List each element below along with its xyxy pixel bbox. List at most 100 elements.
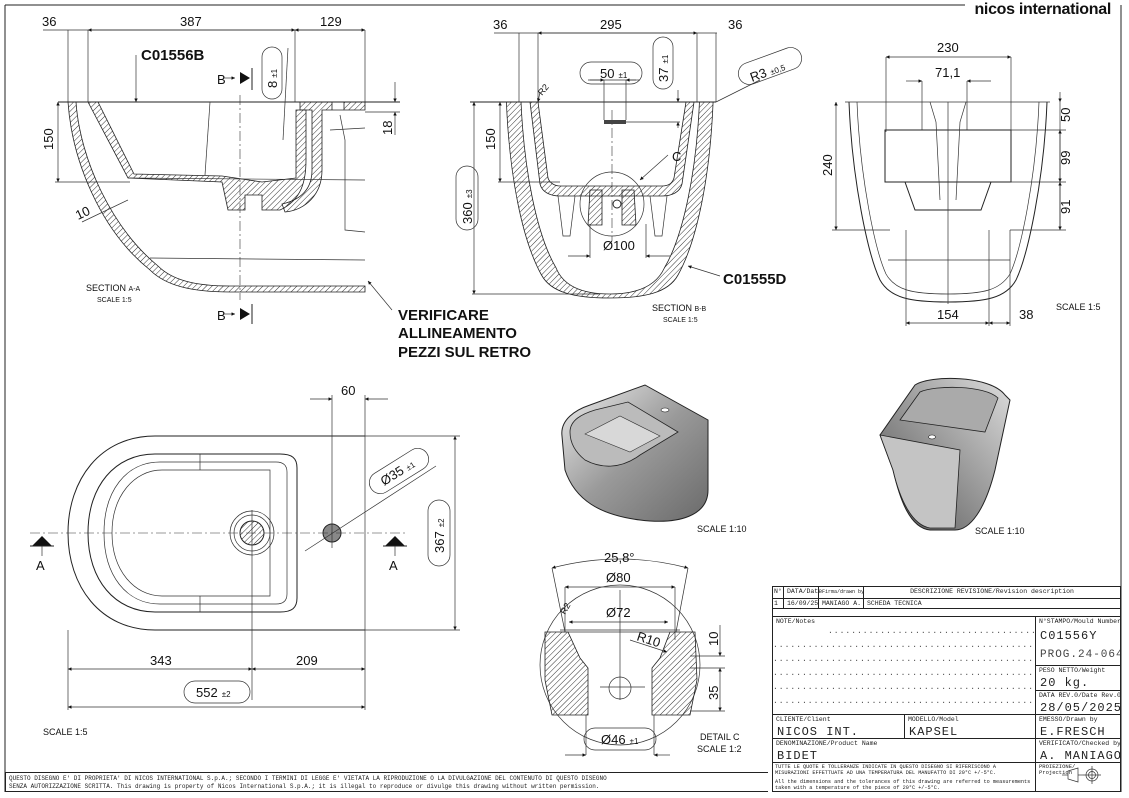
mould-value: C01556Y: [1040, 629, 1098, 643]
rev-header-no: N°: [773, 587, 784, 598]
dim-bb-middle: 295: [600, 17, 622, 32]
rear-view: [832, 55, 1066, 326]
rev-header-drawn: Firma/drawn by: [819, 587, 864, 598]
product-value: BIDET: [777, 749, 819, 763]
drawn-by-box: EMESSO/Drawn by E.FRESCH: [1035, 714, 1121, 739]
date-value: 28/05/2025: [1040, 701, 1121, 715]
dim-c-d35: 35: [706, 686, 721, 700]
rev-row-no: 1: [773, 599, 784, 608]
dim-rear-inner: 71,1: [935, 65, 960, 80]
dim-bb-depth: 37±1: [656, 54, 671, 82]
section-aa-title: SECTION A-A: [86, 283, 141, 293]
revision-table: N° DATA/Date Firma/drawn by DESCRIZIONE …: [772, 586, 1121, 608]
rev-header-date: DATA/Date: [784, 587, 822, 598]
dim-aa-left: 36: [42, 14, 56, 29]
dim-bb-height: 150: [483, 128, 498, 150]
dim-rear-base: 154: [937, 307, 959, 322]
projection-symbol-icon: [1062, 766, 1101, 784]
section-marker-b-bottom: B: [217, 308, 226, 323]
section-marker-a-left: A: [36, 558, 45, 573]
date-box: DATA REV.0/Date Rev.0 28/05/2025: [1035, 690, 1121, 715]
dim-bb-slot: 50±1: [600, 66, 628, 81]
dim-c-d10: 10: [706, 632, 721, 646]
copyright-line-1: QUESTO DISEGNO E' DI PROPRIETA' DI NICOS…: [9, 775, 607, 782]
weight-value: 20 kg.: [1040, 676, 1090, 690]
dim-c-r10: R10: [635, 629, 662, 651]
dim-aa-height: 150: [41, 128, 56, 150]
detail-c-marker: C: [672, 149, 681, 164]
dim-top-left: 343: [150, 653, 172, 668]
dim-aa-hole: 8±1: [265, 68, 280, 88]
tolerance-note-en: All the dimensions and the tolerances of…: [775, 779, 1031, 791]
dim-c-inner: Ø72: [606, 605, 631, 620]
dim-aa-rim: 18: [380, 121, 395, 135]
dim-bb-right: 36: [728, 17, 742, 32]
copyright-footer: QUESTO DISEGNO E' DI PROPRIETA' DI NICOS…: [5, 772, 768, 792]
model-box: MODELLO/Model KAPSEL: [904, 714, 1036, 739]
rev-row-date: 16/09/25: [784, 599, 819, 608]
copyright-line-2: SENZA AUTORIZZAZIONE SCRITTA. This drawi…: [9, 782, 600, 790]
product-box: DENOMINAZIONE/Product Name BIDET: [772, 738, 1036, 763]
detail-c-scale: SCALE 1:2: [697, 744, 742, 754]
model-label: MODELLO/Model: [908, 716, 959, 723]
dim-aa-wall: 10: [73, 203, 92, 223]
section-marker-a-right: A: [389, 558, 398, 573]
tolerance-note-it: TUTTE LE QUOTE E TOLLERANZE INDICATE IN …: [775, 764, 997, 776]
iso-front-scale: SCALE 1:10: [697, 524, 747, 534]
dim-rear-height: 240: [820, 154, 835, 176]
dim-aa-middle: 387: [180, 14, 202, 29]
dim-rear-top: 50: [1058, 108, 1073, 122]
section-b-b-view: [455, 31, 803, 299]
mould-label: N°STAMPO/Mould Number: [1039, 618, 1121, 625]
dim-c-outer: Ø80: [606, 570, 631, 585]
drawn-label: EMESSO/Drawn by: [1039, 716, 1098, 723]
dim-rear-bottom: 91: [1058, 200, 1073, 214]
iso-view-front: [561, 384, 709, 522]
part-code-c01556b: C01556B: [141, 47, 205, 64]
drawn-value: E.FRESCH: [1040, 725, 1106, 739]
notes-box: NOTE/Notes .............................…: [772, 616, 1036, 715]
dim-bb-drain: Ø100: [603, 238, 635, 253]
mould-number-box: N°STAMPO/Mould Number C01556Y PROG.24-06…: [1035, 616, 1121, 666]
top-view: [30, 395, 460, 710]
tolerance-note-box: TUTTE LE QUOTE E TOLLERANZE INDICATE IN …: [772, 762, 1036, 792]
weight-label: PESO NETTO/Weight: [1039, 667, 1106, 674]
dim-rear-mid: 99: [1058, 151, 1073, 165]
client-label: CLIENTE/Client: [776, 716, 831, 723]
section-bb-title: SECTION B-B: [652, 303, 707, 313]
detail-c-title: DETAIL C: [700, 732, 740, 742]
iso-view-rear: [879, 378, 1011, 531]
client-value: NICOS INT.: [777, 725, 860, 739]
checked-label: VERIFICATO/Checked by: [1039, 740, 1121, 747]
top-view-scale: SCALE 1:5: [43, 727, 88, 737]
dim-bb-total: 360±3: [460, 189, 475, 224]
detail-c-view: [539, 558, 725, 757]
sheet-border: [4, 4, 1122, 792]
projection-box: PROIEZIONE/ Projection: [1035, 762, 1121, 792]
rear-view-scale: SCALE 1:5: [1056, 302, 1101, 312]
brand-logo: nicos international: [974, 1, 1111, 18]
dim-bb-left: 36: [493, 17, 507, 32]
dim-top-length: 552±2: [196, 685, 231, 700]
note-line-3: PEZZI SUL RETRO: [398, 344, 531, 361]
checked-by-box: VERIFICATO/Checked by A. MANIAGO: [1035, 738, 1121, 763]
dim-aa-right: 129: [320, 14, 342, 29]
section-marker-b-top: B: [217, 72, 226, 87]
model-value: KAPSEL: [909, 725, 959, 739]
title-block-spacer: [772, 608, 1121, 616]
dim-bb-radius: R3±0,5: [748, 58, 788, 85]
note-line-1: VERIFICARE: [398, 307, 489, 324]
part-code-c01555d: C01555D: [723, 271, 787, 288]
dim-c-bottom: Ø46±1: [601, 732, 639, 747]
checked-value: A. MANIAGO: [1040, 749, 1121, 763]
client-box: CLIENTE/Client NICOS INT.: [772, 714, 905, 739]
rev-header-desc: DESCRIZIONE REVISIONE/Revision descripti…: [910, 588, 1074, 595]
rev-row-desc: SCHEDA TECNICA: [867, 600, 922, 607]
prog-value: PROG.24-064: [1040, 649, 1121, 661]
projection-label: PROIEZIONE/ Projection: [1039, 763, 1076, 776]
dim-top-offset: 60: [341, 383, 355, 398]
weight-box: PESO NETTO/Weight 20 kg.: [1035, 665, 1121, 691]
notes-label: NOTE/Notes: [776, 618, 816, 625]
dim-top-hole: Ø35±1: [378, 456, 418, 489]
